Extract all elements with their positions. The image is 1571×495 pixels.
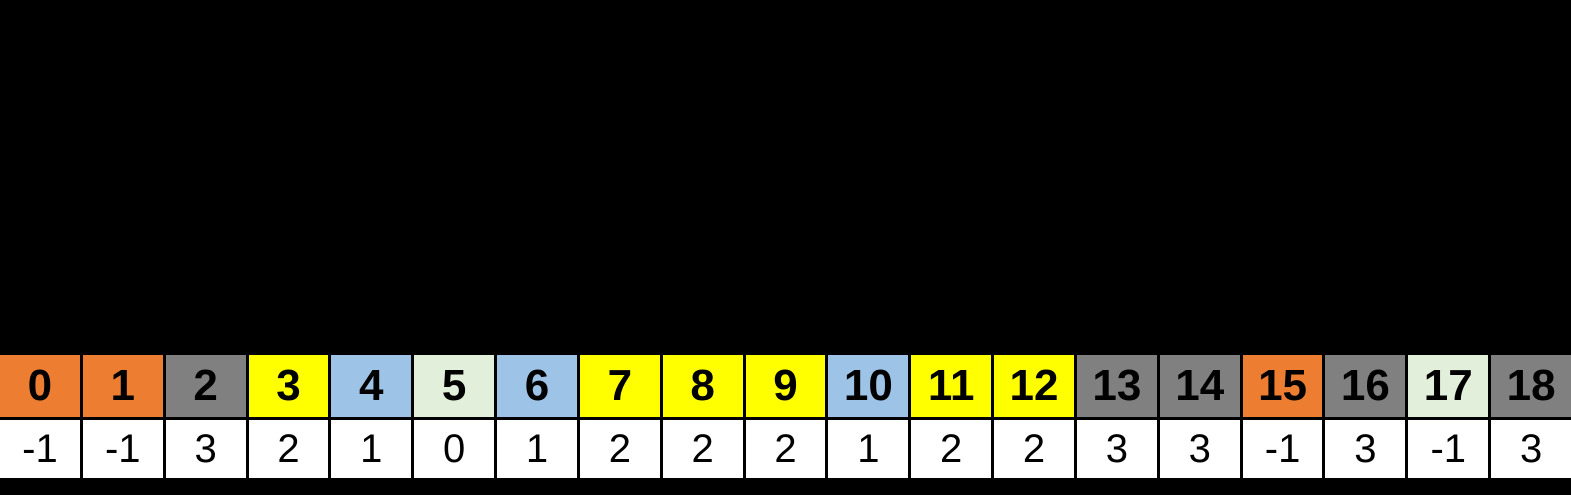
value-cell-6: 1 [497, 420, 577, 478]
value-cell-8: 2 [662, 420, 743, 478]
index-cell-12: 12 [994, 355, 1074, 417]
index-cell-7: 7 [579, 355, 660, 417]
index-cell-9: 9 [745, 355, 826, 417]
index-cell-6: 6 [497, 355, 577, 417]
index-cell-13: 13 [1076, 355, 1157, 417]
value-cell-15: -1 [1242, 420, 1323, 478]
index-cell-0: 0 [0, 355, 80, 417]
value-cell-4: 1 [331, 420, 412, 478]
value-cell-10: 1 [828, 420, 909, 478]
value-cell-17: -1 [1408, 420, 1489, 478]
value-cell-0: -1 [0, 420, 80, 478]
index-cell-18: 18 [1491, 355, 1571, 417]
value-cell-5: 0 [414, 420, 495, 478]
value-cell-3: 2 [248, 420, 329, 478]
index-cell-11: 11 [911, 355, 992, 417]
index-cell-17: 17 [1408, 355, 1489, 417]
index-cell-16: 16 [1325, 355, 1406, 417]
index-cell-15: 15 [1242, 355, 1323, 417]
index-cell-3: 3 [248, 355, 329, 417]
value-cell-18: 3 [1491, 420, 1571, 478]
index-cell-1: 1 [82, 355, 163, 417]
value-cell-1: -1 [82, 420, 163, 478]
value-cell-2: 3 [165, 420, 246, 478]
value-cell-11: 2 [911, 420, 992, 478]
value-cell-13: 3 [1076, 420, 1157, 478]
value-cell-12: 2 [994, 420, 1074, 478]
index-cell-2: 2 [165, 355, 246, 417]
value-cell-14: 3 [1159, 420, 1240, 478]
index-cell-10: 10 [828, 355, 909, 417]
index-cell-5: 5 [414, 355, 495, 417]
index-cell-4: 4 [331, 355, 412, 417]
index-cell-8: 8 [662, 355, 743, 417]
index-cell-14: 14 [1159, 355, 1240, 417]
value-cell-7: 2 [579, 420, 660, 478]
value-cell-9: 2 [745, 420, 826, 478]
value-cell-16: 3 [1325, 420, 1406, 478]
